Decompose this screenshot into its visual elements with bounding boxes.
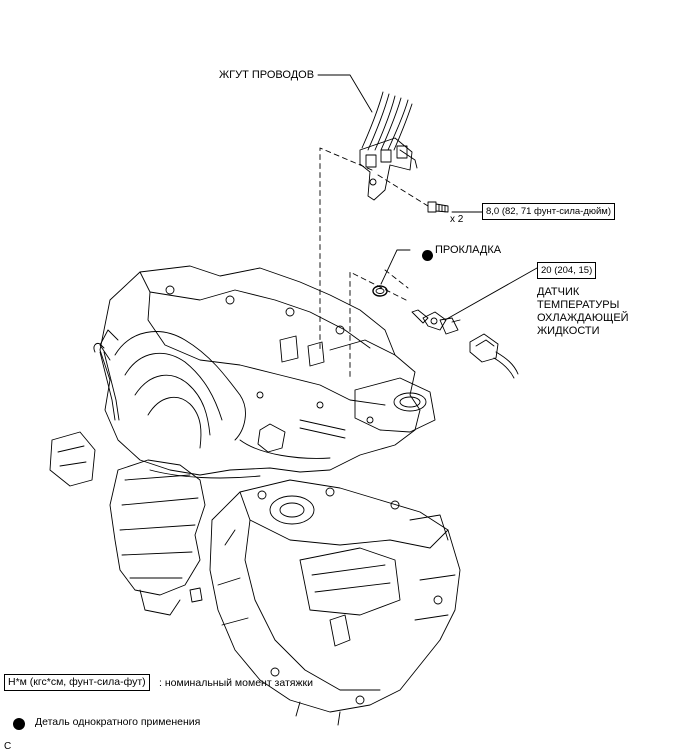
corner-code: C xyxy=(4,741,12,752)
single-use-legend-marker xyxy=(13,718,25,730)
wire-harness-art xyxy=(359,91,418,201)
engine-block-art xyxy=(49,265,436,616)
sensor-label-line-2: ТЕМПЕРАТУРЫ xyxy=(537,299,620,311)
transaxle-art xyxy=(189,479,461,726)
single-use-marker-gasket xyxy=(422,250,433,261)
single-use-legend-text: Деталь однократного применения xyxy=(35,716,201,728)
bolt-torque-box: 8,0 (82, 71 фунт-сила-дюйм) xyxy=(482,203,615,220)
sensor-label-line-1: ДАТЧИК xyxy=(537,286,580,298)
gasket-art xyxy=(372,285,388,297)
leader-lines xyxy=(317,74,539,321)
sensor-label: ДАТЧИК ТЕМПЕРАТУРЫ ОХЛАЖДАЮЩЕЙ ЖИДКОСТИ xyxy=(537,286,629,338)
bolt-art xyxy=(427,201,449,213)
torque-units-description: : номинальный момент затяжки xyxy=(159,677,313,689)
bolt-quantity-label: x 2 xyxy=(450,214,464,225)
sensor-art xyxy=(411,309,461,335)
dashed-guides xyxy=(319,147,429,381)
sensor-label-line-3: ОХЛАЖДАЮЩЕЙ xyxy=(537,312,629,324)
wire-harness-label: ЖГУТ ПРОВОДОВ xyxy=(219,69,315,81)
torque-units-box: Н*м (кгс*см, фунт-сила-фут) xyxy=(4,674,150,691)
connector-art xyxy=(469,333,519,379)
gasket-label: ПРОКЛАДКА xyxy=(435,244,502,256)
sensor-torque-box: 20 (204, 15) xyxy=(537,262,597,279)
sensor-label-line-4: ЖИДКОСТИ xyxy=(537,325,600,337)
